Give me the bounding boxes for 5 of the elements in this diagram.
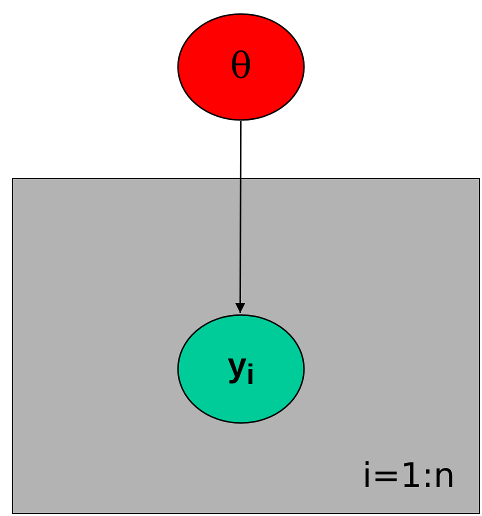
- variable-label: θ: [230, 49, 252, 85]
- plate-index-label: i=1:n: [362, 459, 455, 493]
- plate-box: [12, 178, 480, 514]
- variable-label: y$_{i}$: [228, 348, 254, 390]
- arrow: [235, 121, 246, 313]
